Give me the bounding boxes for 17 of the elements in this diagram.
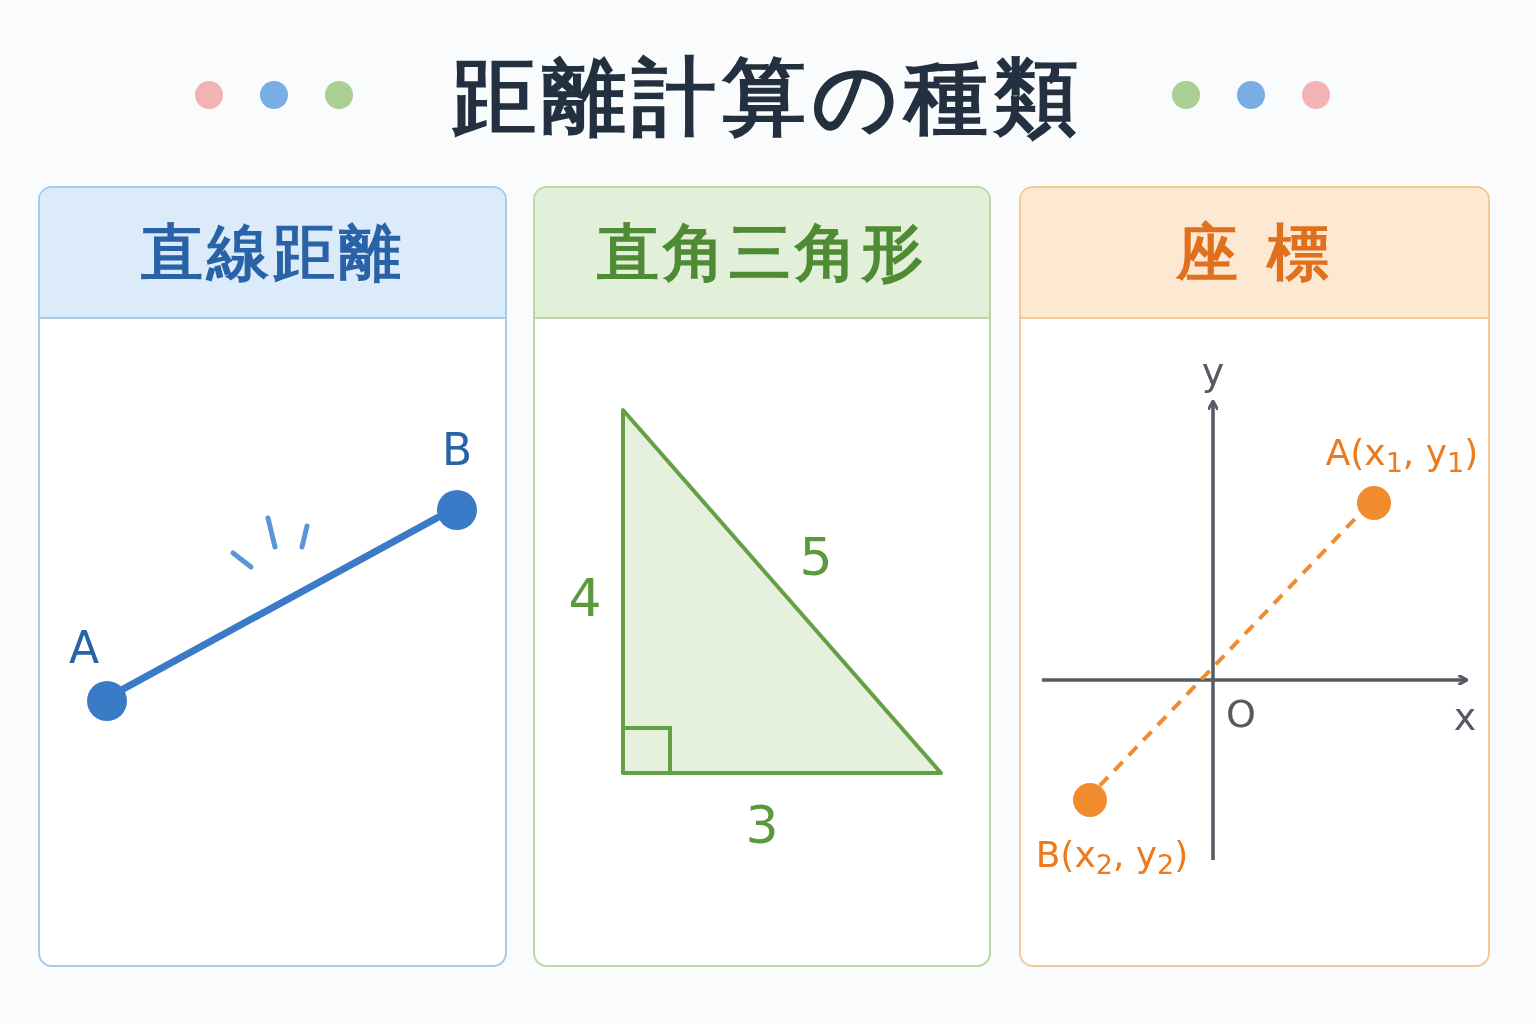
diagram-label: 4 [568,572,602,624]
panel-heading: 直角三角形 [535,188,989,319]
point-label: A(x$_{1}$, y$_{1}$) [1325,435,1479,471]
diagram-label: 5 [799,531,833,583]
panel-heading: 座 標 [1021,188,1488,319]
point-label: B(x$_{2}$, y$_{2}$) [1035,837,1189,873]
panel-card [38,186,507,967]
diagram-label: y [1201,353,1225,391]
point-label: A [68,626,100,670]
diagram-label: x [1453,698,1477,736]
line-segment [119,514,441,693]
panel-heading: 直線距離 [40,188,505,319]
point-label: B [441,428,473,472]
diagram-label: O [1226,695,1256,733]
diagram-label: 3 [745,799,779,851]
panel-card [1019,186,1490,967]
title: 距離計算の種類 [451,47,1085,148]
